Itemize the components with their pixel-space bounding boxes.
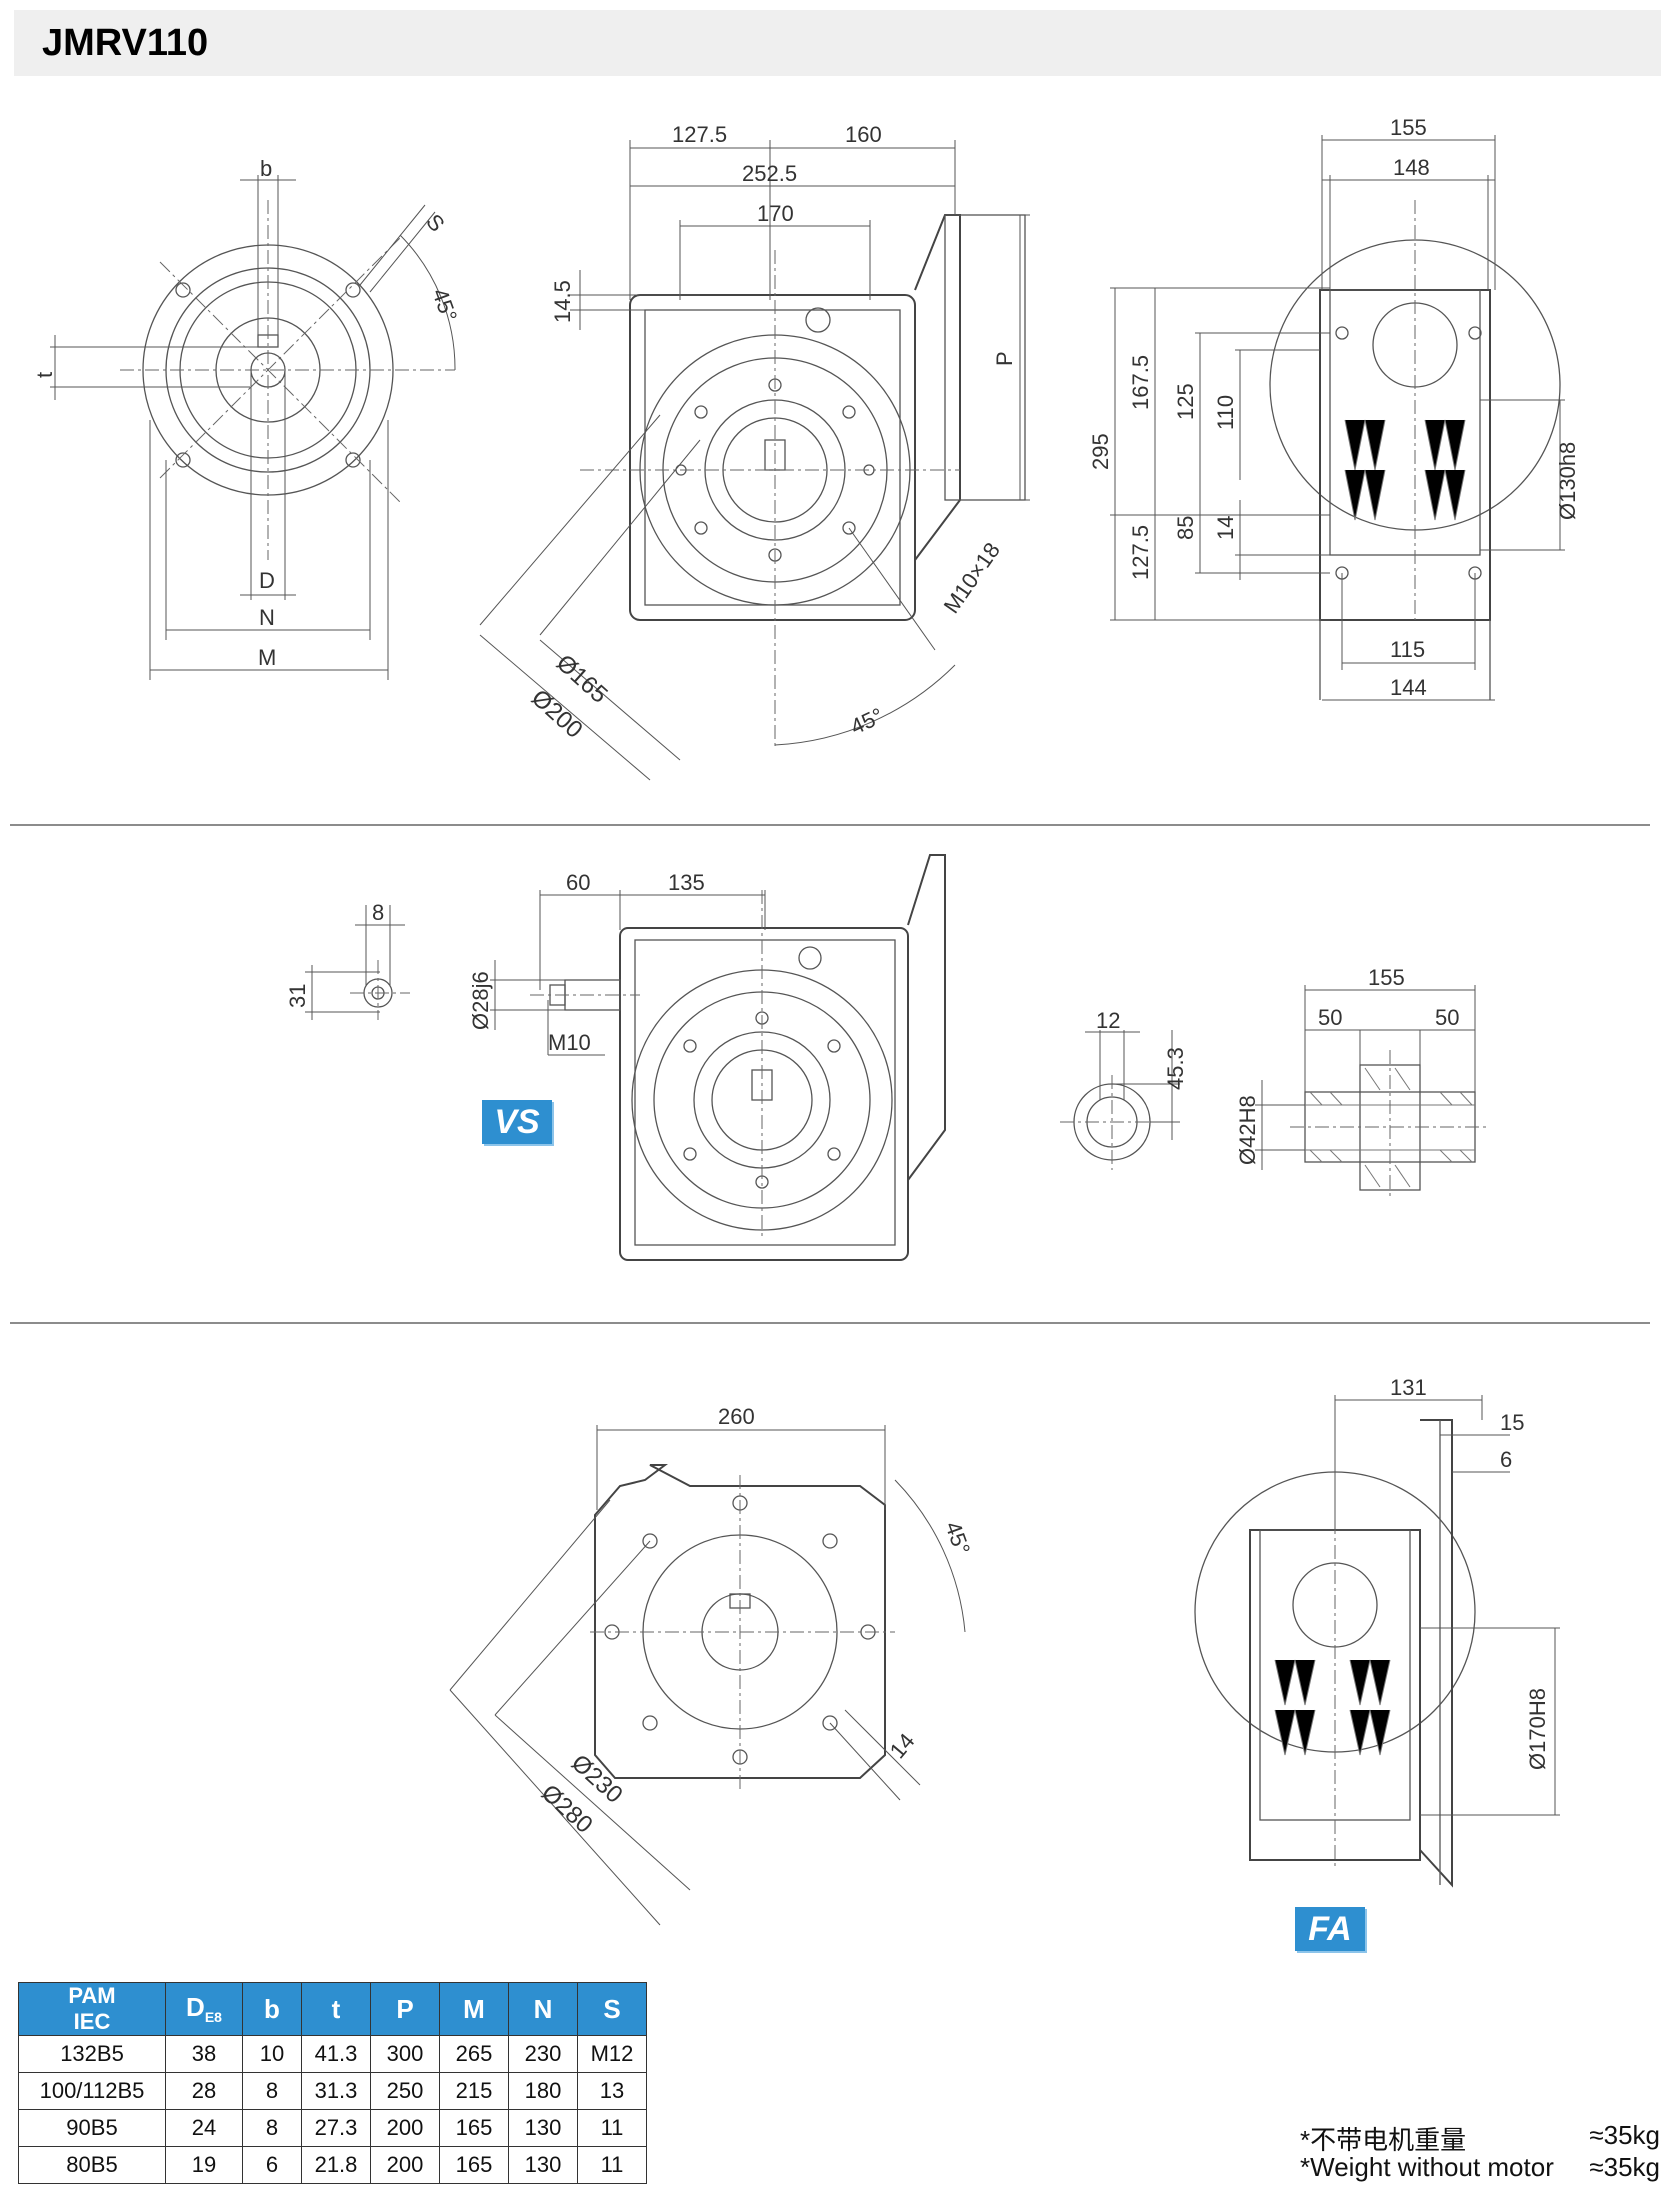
dim-252-5: 252.5 [742, 161, 797, 186]
dim-144: 144 [1390, 675, 1427, 700]
dim-127-5: 127.5 [672, 122, 727, 147]
dim-angle-45: 45° [847, 703, 888, 740]
bore-section: 12 45.3 [1060, 1008, 1188, 1170]
vs-badge: VS [482, 1100, 552, 1144]
page-title: JMRV110 [42, 22, 209, 64]
dim-angle-45: 45° [940, 1518, 975, 1558]
title-bar: JMRV110 [14, 10, 1661, 76]
dim-148: 148 [1393, 155, 1430, 180]
dim-m10: M10 [548, 1030, 591, 1055]
dim-31: 31 [285, 984, 310, 1008]
dim-295: 295 [1088, 433, 1113, 470]
header-p: P [370, 1982, 440, 2036]
header-n: N [508, 1982, 578, 2036]
dim-50-left: 50 [1318, 1005, 1342, 1030]
dim-50-right: 50 [1435, 1005, 1459, 1030]
header-s: S [577, 1982, 647, 2036]
dim-110: 110 [1213, 395, 1238, 430]
dim-m10x18: M10×18 [939, 538, 1005, 618]
header-t: t [301, 1982, 371, 2036]
dim-125: 125 [1173, 383, 1198, 420]
shaft-section-small: 8 31 [285, 900, 410, 1020]
dim-160: 160 [845, 122, 882, 147]
dim-d42h8: Ø42H8 [1235, 1095, 1260, 1165]
dim-s: S [421, 209, 450, 236]
dim-6: 6 [1500, 1447, 1512, 1472]
header-d: DE8 [165, 1982, 243, 2036]
header-b: b [242, 1982, 302, 2036]
dim-167-5: 167.5 [1128, 355, 1153, 410]
weight-cn-value: ≈35kg [1589, 2120, 1660, 2150]
dim-d170h8: Ø170H8 [1525, 1688, 1550, 1770]
weight-cn-label: *不带电机重量 [1300, 2125, 1467, 2155]
dim-d: D [259, 568, 275, 593]
dim-155-b: 155 [1368, 965, 1405, 990]
dim-127-5-v: 127.5 [1128, 525, 1153, 580]
header-m: M [439, 1982, 509, 2036]
dim-t: t [32, 372, 57, 378]
dim-155: 155 [1390, 115, 1427, 140]
dim-115: 115 [1390, 637, 1425, 662]
dim-15: 15 [1500, 1410, 1524, 1435]
weight-en: *Weight without motor ≈35kg [1300, 2152, 1660, 2183]
dim-p: P [992, 351, 1017, 366]
gearbox-front-view: 127.5 160 252.5 170 14.5 P Ø165 Ø200 M10… [479, 122, 1030, 781]
fa-flange-front-view: 260 45° 14 Ø230 Ø280 [449, 1404, 975, 1926]
weight-en-value: ≈35kg [1589, 2152, 1660, 2182]
dim-angle-45: 45° [427, 285, 462, 325]
dim-14-5: 14.5 [550, 280, 575, 323]
dim-260: 260 [718, 1404, 755, 1429]
dim-d28j6: Ø28j6 [468, 971, 493, 1030]
hollow-shaft-section: 155 50 50 Ø42H8 [1235, 965, 1490, 1200]
dim-135: 135 [668, 870, 705, 895]
dim-60: 60 [566, 870, 590, 895]
weight-en-label: *Weight without motor [1300, 2152, 1554, 2182]
fa-side-view: 131 15 6 Ø170H8 [1194, 1375, 1560, 1888]
dim-14: 14 [1213, 516, 1238, 540]
dim-m: M [258, 645, 276, 670]
weight-cn: *不带电机重量 ≈35kg [1300, 2120, 1660, 2157]
dim-d130h8: Ø130h8 [1555, 442, 1580, 520]
gearbox-vs-view: 60 135 Ø28j6 M10 [468, 854, 946, 1261]
dim-12: 12 [1096, 1008, 1120, 1033]
dim-8: 8 [372, 900, 384, 925]
dim-131: 131 [1390, 1375, 1427, 1400]
fa-badge: FA [1295, 1907, 1365, 1951]
dim-170: 170 [757, 201, 794, 226]
gearbox-side-view: 155 148 295 167.5 127.5 125 85 110 14 Ø1… [1088, 115, 1580, 701]
dim-85: 85 [1173, 516, 1198, 540]
dim-45-3: 45.3 [1163, 1047, 1188, 1090]
flange-front-view: b S 45° t D N M [32, 156, 462, 680]
dim-b: b [260, 156, 272, 181]
dim-n: N [259, 605, 275, 630]
dim-14-fa: 14 [885, 1728, 920, 1763]
